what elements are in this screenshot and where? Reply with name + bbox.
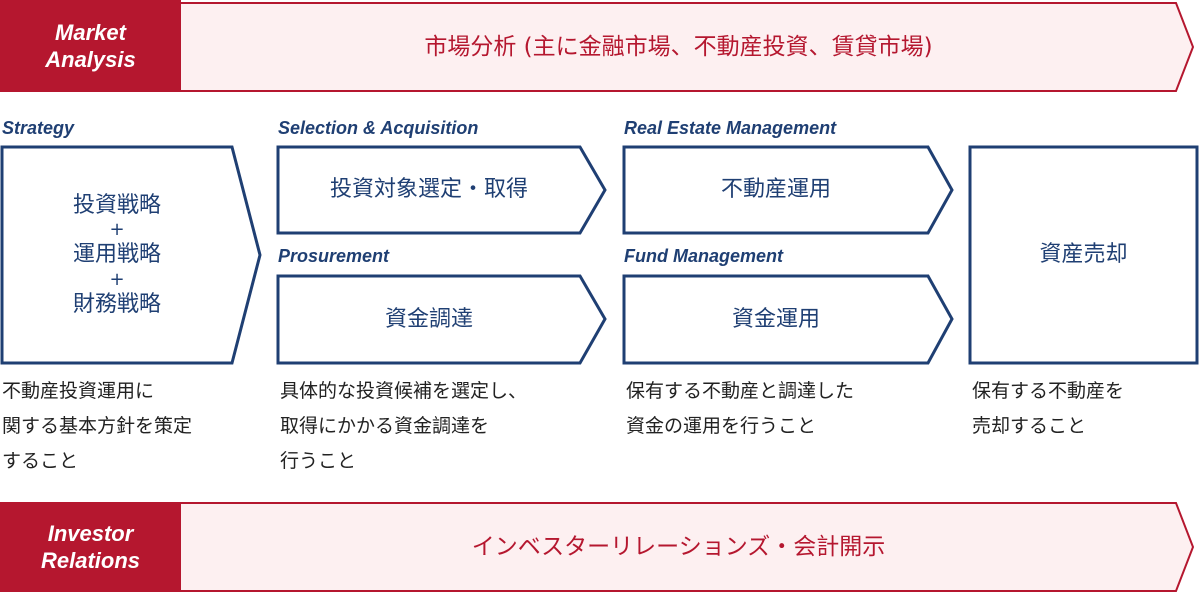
real-estate-chevron <box>622 145 954 235</box>
market-analysis-label: Market Analysis <box>0 0 181 92</box>
procurement-description-line: 取得にかかる資金調達を <box>280 415 490 437</box>
real-estate-text: 不動産運用 <box>720 177 831 203</box>
sale-description: 保有する不動産を 売却すること <box>972 374 1124 444</box>
procurement-description-line: 行うこと <box>280 450 357 472</box>
market-analysis-label-line2: Analysis <box>45 47 136 72</box>
fund-section-label: Fund Management <box>624 246 784 266</box>
fund-chevron <box>622 274 954 365</box>
strategy-description: 不動産投資運用に 関する基本方針を策定 すること <box>2 374 192 479</box>
procurement-section-label: Prosurement <box>278 246 390 266</box>
fund-description: 保有する不動産と調達した 資金の運用を行うこと <box>626 374 854 444</box>
selection-section-label: Selection & Acquisition <box>278 118 479 138</box>
selection-text: 投資対象選定・取得 <box>329 177 528 203</box>
fund-text: 資金運用 <box>731 306 820 332</box>
strategy-chevron <box>0 145 262 365</box>
investor-relations-label: Investor Relations <box>0 502 181 592</box>
strategy-items: 投資戦略 + 運用戦略 + 財務戦略 <box>2 147 232 363</box>
procurement-chevron <box>276 274 607 365</box>
plus-sign: + <box>109 219 125 241</box>
fund-description-line: 保有する不動産と調達した <box>626 380 855 402</box>
fund-description-line: 資金の運用を行うこと <box>626 415 817 437</box>
real-estate-section-label: Real Estate Management <box>624 118 837 138</box>
market-analysis-label-line1: Market <box>55 19 126 45</box>
strategy-description-line: 関する基本方針を策定 <box>2 415 193 437</box>
procurement-description: 具体的な投資候補を選定し、 取得にかかる資金調達を 行うこと <box>280 374 527 479</box>
investor-relations-title: インベスターリレーションズ・会計開示 <box>471 533 886 560</box>
strategy-section-label: Strategy <box>2 118 75 138</box>
strategy-description-line: 不動産投資運用に <box>2 380 155 402</box>
sale-description-line: 保有する不動産を <box>972 380 1125 402</box>
strategy-item-operation: 運用戦略 <box>72 242 161 268</box>
strategy-item-investment: 投資戦略 <box>72 192 161 218</box>
plus-sign: + <box>109 268 125 290</box>
strategy-description-line: すること <box>2 450 79 472</box>
sale-box <box>968 145 1199 365</box>
investor-relations-label-line1: Investor <box>47 520 134 546</box>
investor-relations-label-line2: Relations <box>40 548 141 573</box>
bottom-band-label-block <box>0 502 181 592</box>
procurement-text: 資金調達 <box>384 306 473 332</box>
strategy-item-finance: 財務戦略 <box>72 291 161 317</box>
sale-text: 資産売却 <box>1039 242 1128 268</box>
selection-chevron <box>276 145 607 235</box>
market-analysis-title: 市場分析 (主に金融市場、不動産投資、賃貸市場) <box>424 33 933 60</box>
sale-description-line: 売却すること <box>972 415 1087 437</box>
top-band-label-block <box>0 0 181 92</box>
procurement-description-line: 具体的な投資候補を選定し、 <box>280 380 528 402</box>
